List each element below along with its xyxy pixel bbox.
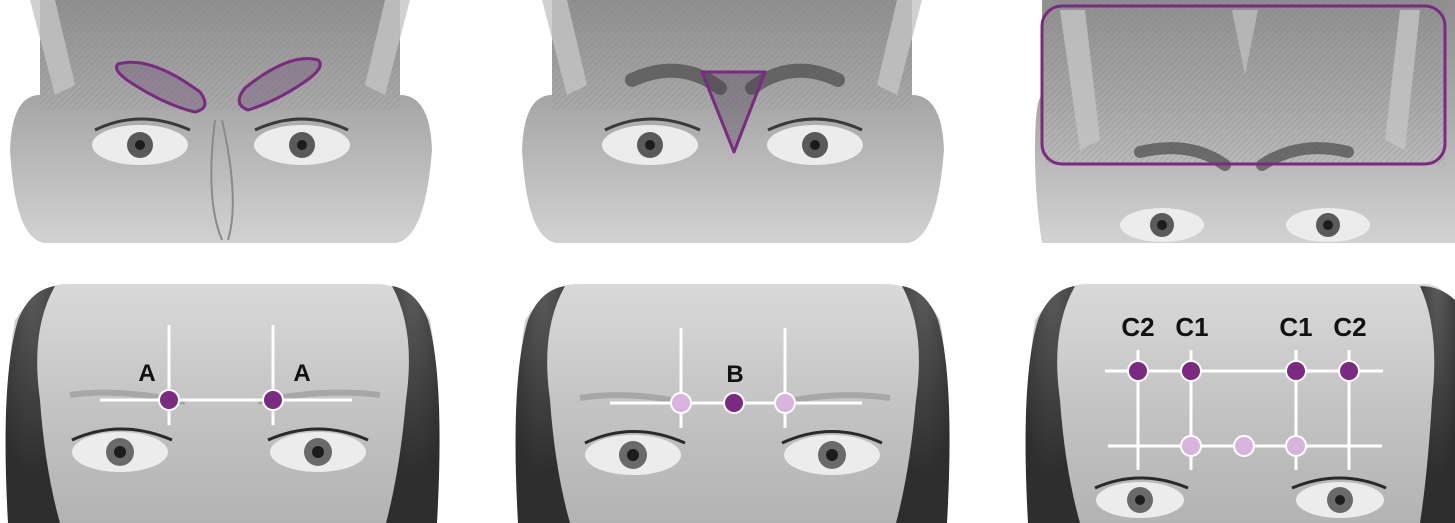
point-label: C1 [1279, 312, 1312, 342]
point-label: B [726, 361, 743, 388]
reference-point [671, 393, 691, 413]
injection-point [263, 390, 283, 410]
injection-point [1339, 361, 1359, 381]
point-label: A [293, 360, 310, 387]
point-label: A [138, 360, 155, 387]
panel-top-left [10, 0, 432, 243]
point-label: C2 [1121, 312, 1154, 342]
injection-point [159, 390, 179, 410]
point-label: C1 [1175, 312, 1208, 342]
injection-point [1128, 361, 1148, 381]
point-label: C2 [1333, 312, 1366, 342]
reference-point [1181, 436, 1201, 456]
reference-point [1286, 436, 1306, 456]
reference-point [1234, 436, 1254, 456]
injection-point [1181, 361, 1201, 381]
reference-point [775, 393, 795, 413]
injection-point [1286, 361, 1306, 381]
panel-bottom-middle: B [516, 284, 950, 523]
panel-bottom-right: C2 C1 C1 C2 [1026, 284, 1455, 523]
injection-point [724, 393, 744, 413]
panel-top-middle [522, 0, 944, 243]
panel-top-right [1035, 0, 1455, 243]
panel-bottom-left: A A [6, 284, 440, 523]
